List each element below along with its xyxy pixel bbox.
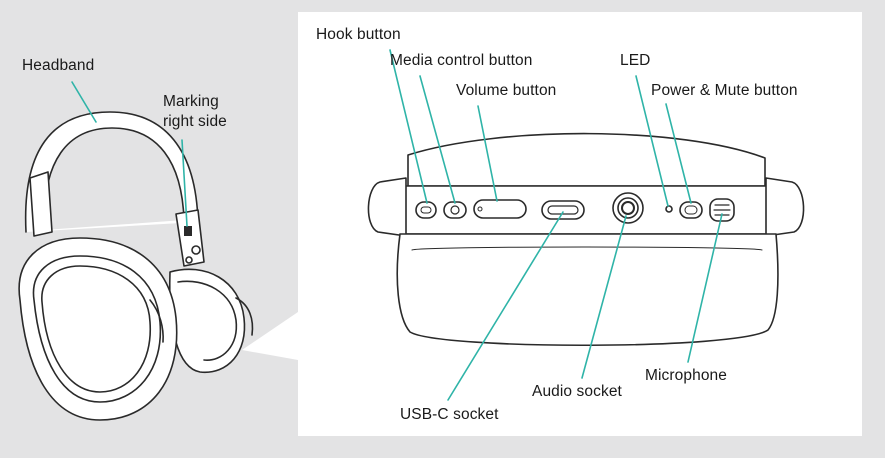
power-button-shape bbox=[679, 201, 703, 219]
media-button-shape bbox=[443, 201, 467, 219]
leader-volume bbox=[477, 105, 498, 202]
leader-lines bbox=[71, 49, 723, 401]
leader-hook bbox=[389, 49, 428, 204]
label-volume-button: Volume button bbox=[456, 82, 557, 99]
leader-media bbox=[419, 75, 456, 204]
leader-usb bbox=[447, 211, 564, 401]
label-marking-right-side: Marking right side bbox=[163, 92, 253, 132]
leader-audio bbox=[581, 215, 627, 379]
headset-illustration bbox=[18, 111, 254, 421]
earcup-closeup bbox=[367, 132, 805, 347]
leader-microphone bbox=[687, 213, 723, 363]
volume-button-shape bbox=[473, 199, 527, 219]
leader-headband bbox=[71, 81, 97, 123]
leader-marking bbox=[181, 139, 188, 227]
label-hook-button: Hook button bbox=[316, 26, 401, 43]
hook-button-shape bbox=[415, 201, 437, 219]
label-usb-c-socket: USB-C socket bbox=[400, 406, 499, 423]
label-media-control-button: Media control button bbox=[390, 52, 533, 69]
label-marking-text: Marking right side bbox=[163, 93, 227, 130]
label-power-mute-button: Power & Mute button bbox=[651, 82, 798, 99]
label-audio-socket: Audio socket bbox=[532, 383, 622, 400]
label-led: LED bbox=[620, 52, 651, 69]
leader-power bbox=[665, 103, 692, 204]
label-microphone: Microphone bbox=[645, 367, 727, 384]
label-headband: Headband bbox=[22, 57, 95, 74]
led-shape bbox=[665, 205, 673, 213]
leader-led bbox=[635, 75, 669, 207]
